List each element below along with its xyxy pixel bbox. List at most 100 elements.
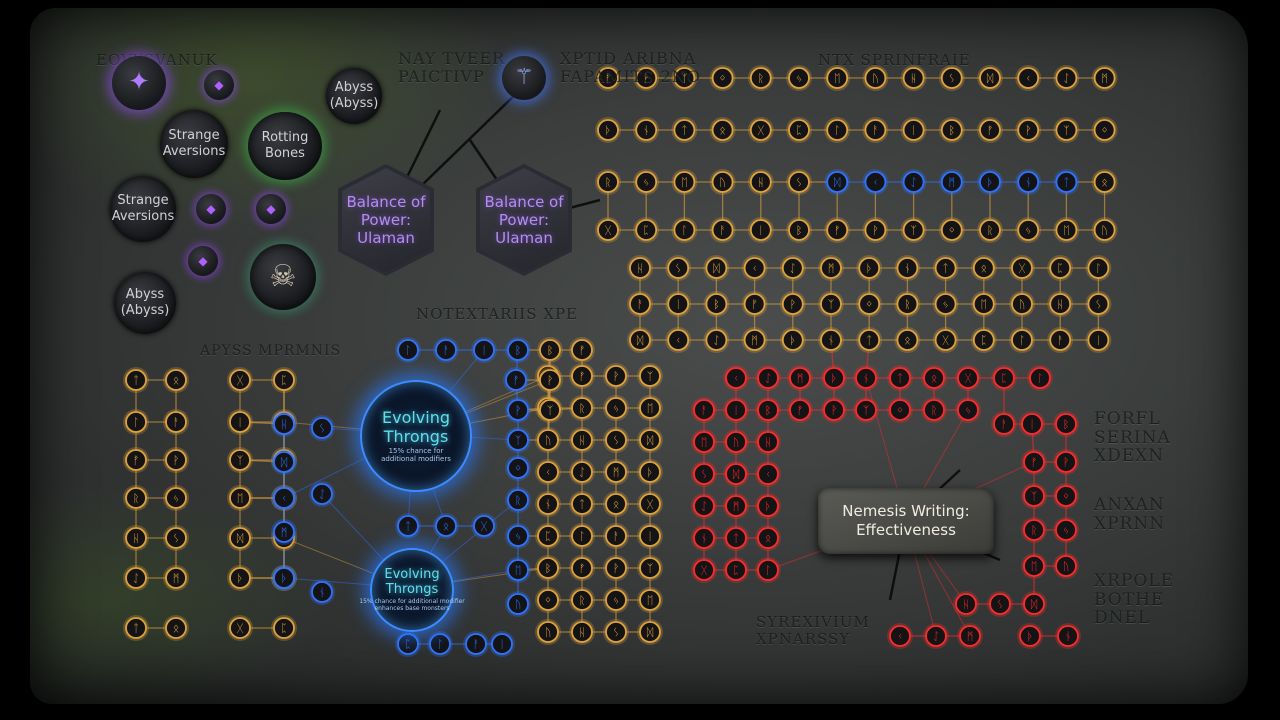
rune-node[interactable]: ᚠ	[569, 363, 595, 389]
rune-node[interactable]: ᛖ	[1053, 217, 1079, 243]
rune-node[interactable]: ᚠ	[503, 367, 529, 393]
rune-node[interactable]: ᛜ	[887, 397, 913, 423]
rune-node[interactable]: ᚹ	[603, 363, 629, 389]
rune-node[interactable]: ᚱ	[505, 487, 531, 513]
rune-node[interactable]: ᛗ	[1092, 65, 1118, 91]
rune-node[interactable]: ᛈ	[271, 615, 297, 641]
rune-node[interactable]: ᛜ	[1053, 483, 1079, 509]
rune-node[interactable]: ᛟ	[433, 513, 459, 539]
rune-node[interactable]: ᛖ	[671, 169, 697, 195]
rune-node[interactable]: ᛈ	[971, 327, 997, 353]
rune-node[interactable]: ᛈ	[271, 367, 297, 393]
rune-node[interactable]: ᚲ	[535, 459, 561, 485]
rune-node[interactable]: ᛖ	[971, 291, 997, 317]
rune-node[interactable]: ᚹ	[862, 217, 888, 243]
rune-node[interactable]: ᚾ	[853, 365, 879, 391]
rune-node[interactable]: ᛖ	[1021, 553, 1047, 579]
rune-node[interactable]: ᛊ	[163, 525, 189, 551]
rune-node[interactable]: ᚲ	[271, 485, 297, 511]
rune-node[interactable]: ᛚ	[755, 557, 781, 583]
rune-node[interactable]: ᚲ	[755, 461, 781, 487]
rune-node[interactable]: ᚦ	[227, 565, 253, 591]
rune-node[interactable]: ᛁ	[723, 397, 749, 423]
rune-node[interactable]: ᛈ	[395, 631, 421, 657]
rune-node[interactable]: ᛇ	[123, 565, 149, 591]
rune-node[interactable]: ᚹ	[780, 291, 806, 317]
rune-node[interactable]: ᛁ	[665, 291, 691, 317]
rune-node[interactable]: ᛏ	[123, 615, 149, 641]
rune-node[interactable]: ᛇ	[691, 493, 717, 519]
rune-node[interactable]: ᛇ	[703, 327, 729, 353]
rune-node[interactable]: ᛃ	[163, 485, 189, 511]
rune-node[interactable]: ᛊ	[691, 461, 717, 487]
rune-node[interactable]: ᚾ	[309, 579, 335, 605]
rune-node[interactable]: ᛞ	[637, 619, 663, 645]
rune-node[interactable]: ᚾ	[894, 255, 920, 281]
rune-node[interactable]: ᛃ	[955, 397, 981, 423]
sigil-icon[interactable]: ⚚	[502, 56, 546, 100]
rune-node[interactable]: ᛏ	[887, 365, 913, 391]
rune-node[interactable]: ᛟ	[710, 117, 736, 143]
rune-node[interactable]: ᚷ	[595, 217, 621, 243]
rune-node[interactable]: ᛁ	[489, 631, 515, 657]
rune-node[interactable]: ᛃ	[1015, 217, 1041, 243]
rune-node[interactable]: ᚾ	[535, 491, 561, 517]
rune-node[interactable]: ᛃ	[505, 523, 531, 549]
rune-node[interactable]: ᛚ	[427, 631, 453, 657]
rune-node[interactable]: ᛉ	[637, 555, 663, 581]
rune-node[interactable]: ᚠ	[1021, 449, 1047, 475]
rune-node[interactable]: ᛃ	[603, 395, 629, 421]
rune-node[interactable]: ᚢ	[535, 619, 561, 645]
rune-node[interactable]: ᚦ	[821, 365, 847, 391]
rune-node[interactable]: ᚷ	[227, 615, 253, 641]
strange-aversions-node-2[interactable]: Strange Aversions	[110, 176, 176, 242]
rune-node[interactable]: ᛈ	[786, 117, 812, 143]
rune-node[interactable]: ᛇ	[1053, 65, 1079, 91]
rune-node[interactable]: ᚷ	[1009, 255, 1035, 281]
rune-node[interactable]: ᛃ	[933, 291, 959, 317]
rune-node[interactable]: ᚠ	[787, 397, 813, 423]
abyss-node-bottom[interactable]: Abyss (Abyss)	[114, 272, 176, 334]
rotting-bones-node[interactable]: Rotting Bones	[248, 112, 322, 180]
rune-node[interactable]: ᛁ	[637, 523, 663, 549]
rune-node[interactable]: ᚾ	[633, 117, 659, 143]
rune-node[interactable]: ᛚ	[1009, 327, 1035, 353]
rune-node[interactable]: ᛉ	[818, 291, 844, 317]
rune-node[interactable]: ᛏ	[933, 255, 959, 281]
rune-node[interactable]: ᛃ	[603, 587, 629, 613]
rune-node[interactable]: ᛊ	[987, 591, 1013, 617]
rune-node[interactable]: ᚹ	[821, 397, 847, 423]
rune-node[interactable]: ᛇ	[780, 255, 806, 281]
rune-node[interactable]: ᚹ	[505, 397, 531, 423]
rune-node[interactable]: ᚨ	[463, 631, 489, 657]
rune-node[interactable]: ᚷ	[637, 491, 663, 517]
rune-node[interactable]: ᛏ	[723, 525, 749, 551]
rune-node[interactable]: ᛉ	[853, 397, 879, 423]
rune-node[interactable]: ᚹ	[1053, 449, 1079, 475]
rune-node[interactable]: ᚠ	[824, 217, 850, 243]
rune-node[interactable]: ᛇ	[569, 459, 595, 485]
rune-node[interactable]: ᛇ	[923, 623, 949, 649]
rune-node[interactable]: ᛊ	[786, 169, 812, 195]
rune-node[interactable]: ᚠ	[977, 117, 1003, 143]
rune-node[interactable]: ᛊ	[603, 427, 629, 453]
rune-node[interactable]: ᛗ	[603, 459, 629, 485]
rune-node[interactable]: ᛞ	[271, 449, 297, 475]
rune-node[interactable]: ᚷ	[955, 365, 981, 391]
rune-node[interactable]: ᛞ	[723, 461, 749, 487]
rune-node[interactable]: ᚢ	[1053, 553, 1079, 579]
rune-node[interactable]: ᛇ	[901, 169, 927, 195]
rune-node[interactable]: ᚷ	[227, 367, 253, 393]
rune-node[interactable]: ᛞ	[637, 427, 663, 453]
rune-node[interactable]: ᚺ	[271, 411, 297, 437]
rune-node[interactable]: ᚺ	[569, 619, 595, 645]
rune-node[interactable]: ᛁ	[748, 217, 774, 243]
rune-node[interactable]: ᛏ	[1053, 169, 1079, 195]
rune-node[interactable]: ᛟ	[163, 615, 189, 641]
rune-node[interactable]: ᛗ	[723, 493, 749, 519]
rune-node[interactable]: ᚠ	[569, 555, 595, 581]
rune-node[interactable]: ᛊ	[309, 415, 335, 441]
rune-node[interactable]: ᚺ	[569, 427, 595, 453]
rune-node[interactable]: ᚢ	[535, 427, 561, 453]
rune-node[interactable]: ᛁ	[227, 409, 253, 435]
